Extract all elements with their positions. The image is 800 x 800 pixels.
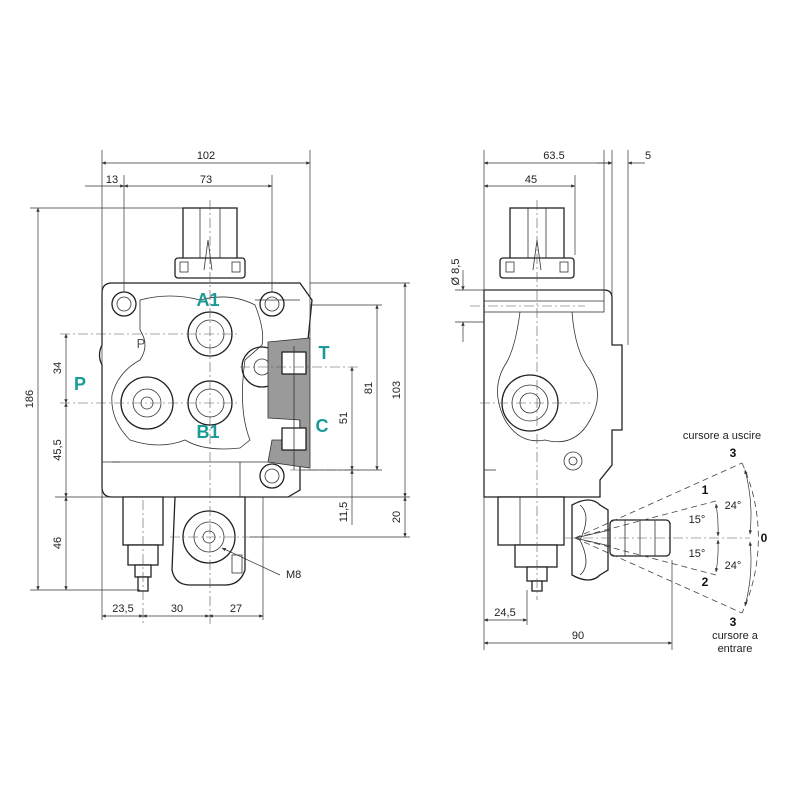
position-3-top: 3 <box>730 446 737 460</box>
lever-position-rays <box>574 462 759 614</box>
position-0: 0 <box>761 531 768 545</box>
dim-bottom-30: 30 <box>171 603 183 615</box>
angle-15-bottom: 15° <box>689 548 706 560</box>
angle-24-bottom: 24° <box>725 560 742 572</box>
caption-cursor-in-line1: cursore a <box>712 630 759 642</box>
dim-left-offset: 13 <box>106 174 118 186</box>
side-valve-body <box>483 289 623 498</box>
position-3-bottom: 3 <box>730 615 737 629</box>
dim-51: 51 <box>338 412 350 424</box>
dim-20: 20 <box>391 511 403 523</box>
port-label-p: P <box>74 374 86 394</box>
dim-45: 45 <box>525 174 537 186</box>
port-label-a1: A1 <box>196 290 219 310</box>
dim-90: 90 <box>572 630 584 642</box>
caption-cursor-in-line2: entrare <box>718 643 753 655</box>
dim-103: 103 <box>391 381 403 399</box>
thread-label: M8 <box>286 569 301 581</box>
front-bottom-block <box>171 496 246 586</box>
angle-15-top: 15° <box>689 514 706 526</box>
dim-11-5: 11,5 <box>338 502 350 523</box>
angle-24-top: 24° <box>725 500 742 512</box>
dim-45-5: 45,5 <box>52 439 64 460</box>
dim-hole-spacing: 73 <box>200 174 212 186</box>
front-extension-lines <box>30 150 410 620</box>
dim-width-total: 102 <box>197 150 215 162</box>
port-label-c: C <box>316 416 329 436</box>
dim-24-5: 24,5 <box>494 607 515 619</box>
caption-cursor-out: cursore a uscire <box>683 430 761 442</box>
side-view: 63.5 5 45 Ø 8,5 24,5 90 24° 15° 15° 24° … <box>450 150 768 655</box>
port-label-b1: B1 <box>196 422 219 442</box>
dim-hole-diameter: Ø 8,5 <box>450 259 462 286</box>
dim-bottom-27: 27 <box>230 603 242 615</box>
dim-34: 34 <box>52 362 64 374</box>
port-label-t: T <box>319 343 330 363</box>
dim-63-5: 63.5 <box>543 150 564 162</box>
position-1: 1 <box>702 483 709 497</box>
dim-5: 5 <box>645 150 651 162</box>
side-spool-boot <box>571 499 671 581</box>
position-2: 2 <box>702 575 709 589</box>
front-view: 102 13 73 186 34 45,5 46 103 81 51 11,5 … <box>24 150 410 625</box>
dim-46: 46 <box>52 537 64 549</box>
dim-bottom-23-5: 23,5 <box>112 603 133 615</box>
dim-height-total: 186 <box>24 390 36 408</box>
body-mark-p: P <box>137 336 146 351</box>
dim-81: 81 <box>363 382 375 394</box>
front-section-hatch <box>267 337 311 470</box>
